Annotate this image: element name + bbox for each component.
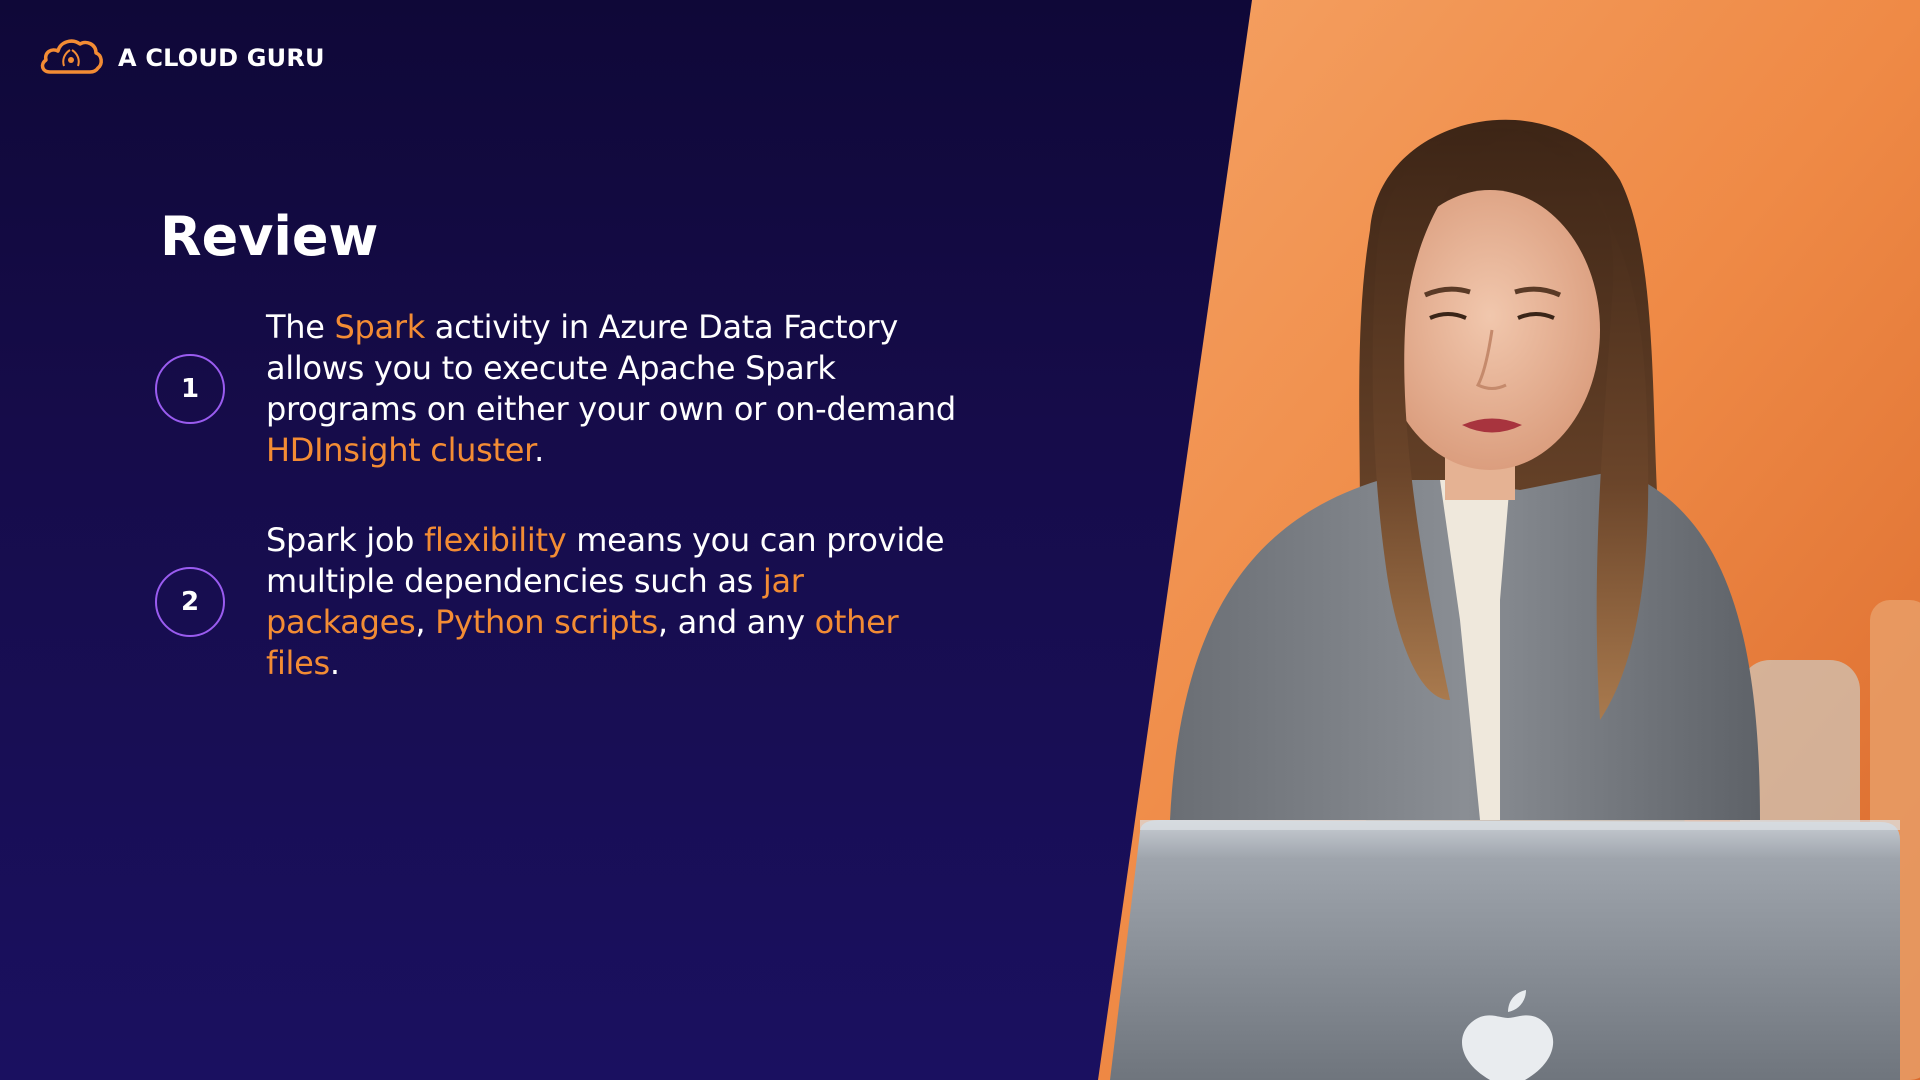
- text-segment: The: [266, 308, 335, 346]
- point-text: Spark job flexibility means you can prov…: [266, 520, 966, 684]
- highlight-hdinsight-cluster: HDInsight cluster: [266, 431, 535, 469]
- brand: A CLOUD GURU: [38, 36, 325, 80]
- text-segment: Spark job: [266, 521, 425, 559]
- review-point-1: 1 The Spark activity in Azure Data Facto…: [155, 307, 966, 471]
- slide-title: Review: [160, 205, 379, 268]
- highlight-spark: Spark: [334, 308, 426, 346]
- text-segment: means you can provide multiple dependenc…: [266, 521, 945, 600]
- cloud-guru-logo-icon: [40, 39, 103, 74]
- text-segment: .: [534, 431, 544, 469]
- text-segment: , and any: [657, 603, 815, 641]
- highlight-python-scripts: Python scripts: [435, 603, 658, 641]
- point-number-badge: 2: [155, 567, 225, 637]
- text-segment: activity in Azure Data Factory allows yo…: [266, 308, 956, 428]
- brand-name: A CLOUD GURU: [118, 44, 325, 72]
- point-number-badge: 1: [155, 354, 225, 424]
- highlight-other-files: other files: [266, 603, 899, 682]
- point-text: The Spark activity in Azure Data Factory…: [266, 307, 966, 471]
- text-segment: .: [329, 644, 340, 682]
- highlight-flexibility: flexibility: [424, 521, 567, 559]
- review-point-2: 2 Spark job flexibility means you can pr…: [155, 520, 966, 684]
- highlight-jar-packages: jar packages: [266, 562, 804, 641]
- text-segment: ,: [415, 603, 436, 641]
